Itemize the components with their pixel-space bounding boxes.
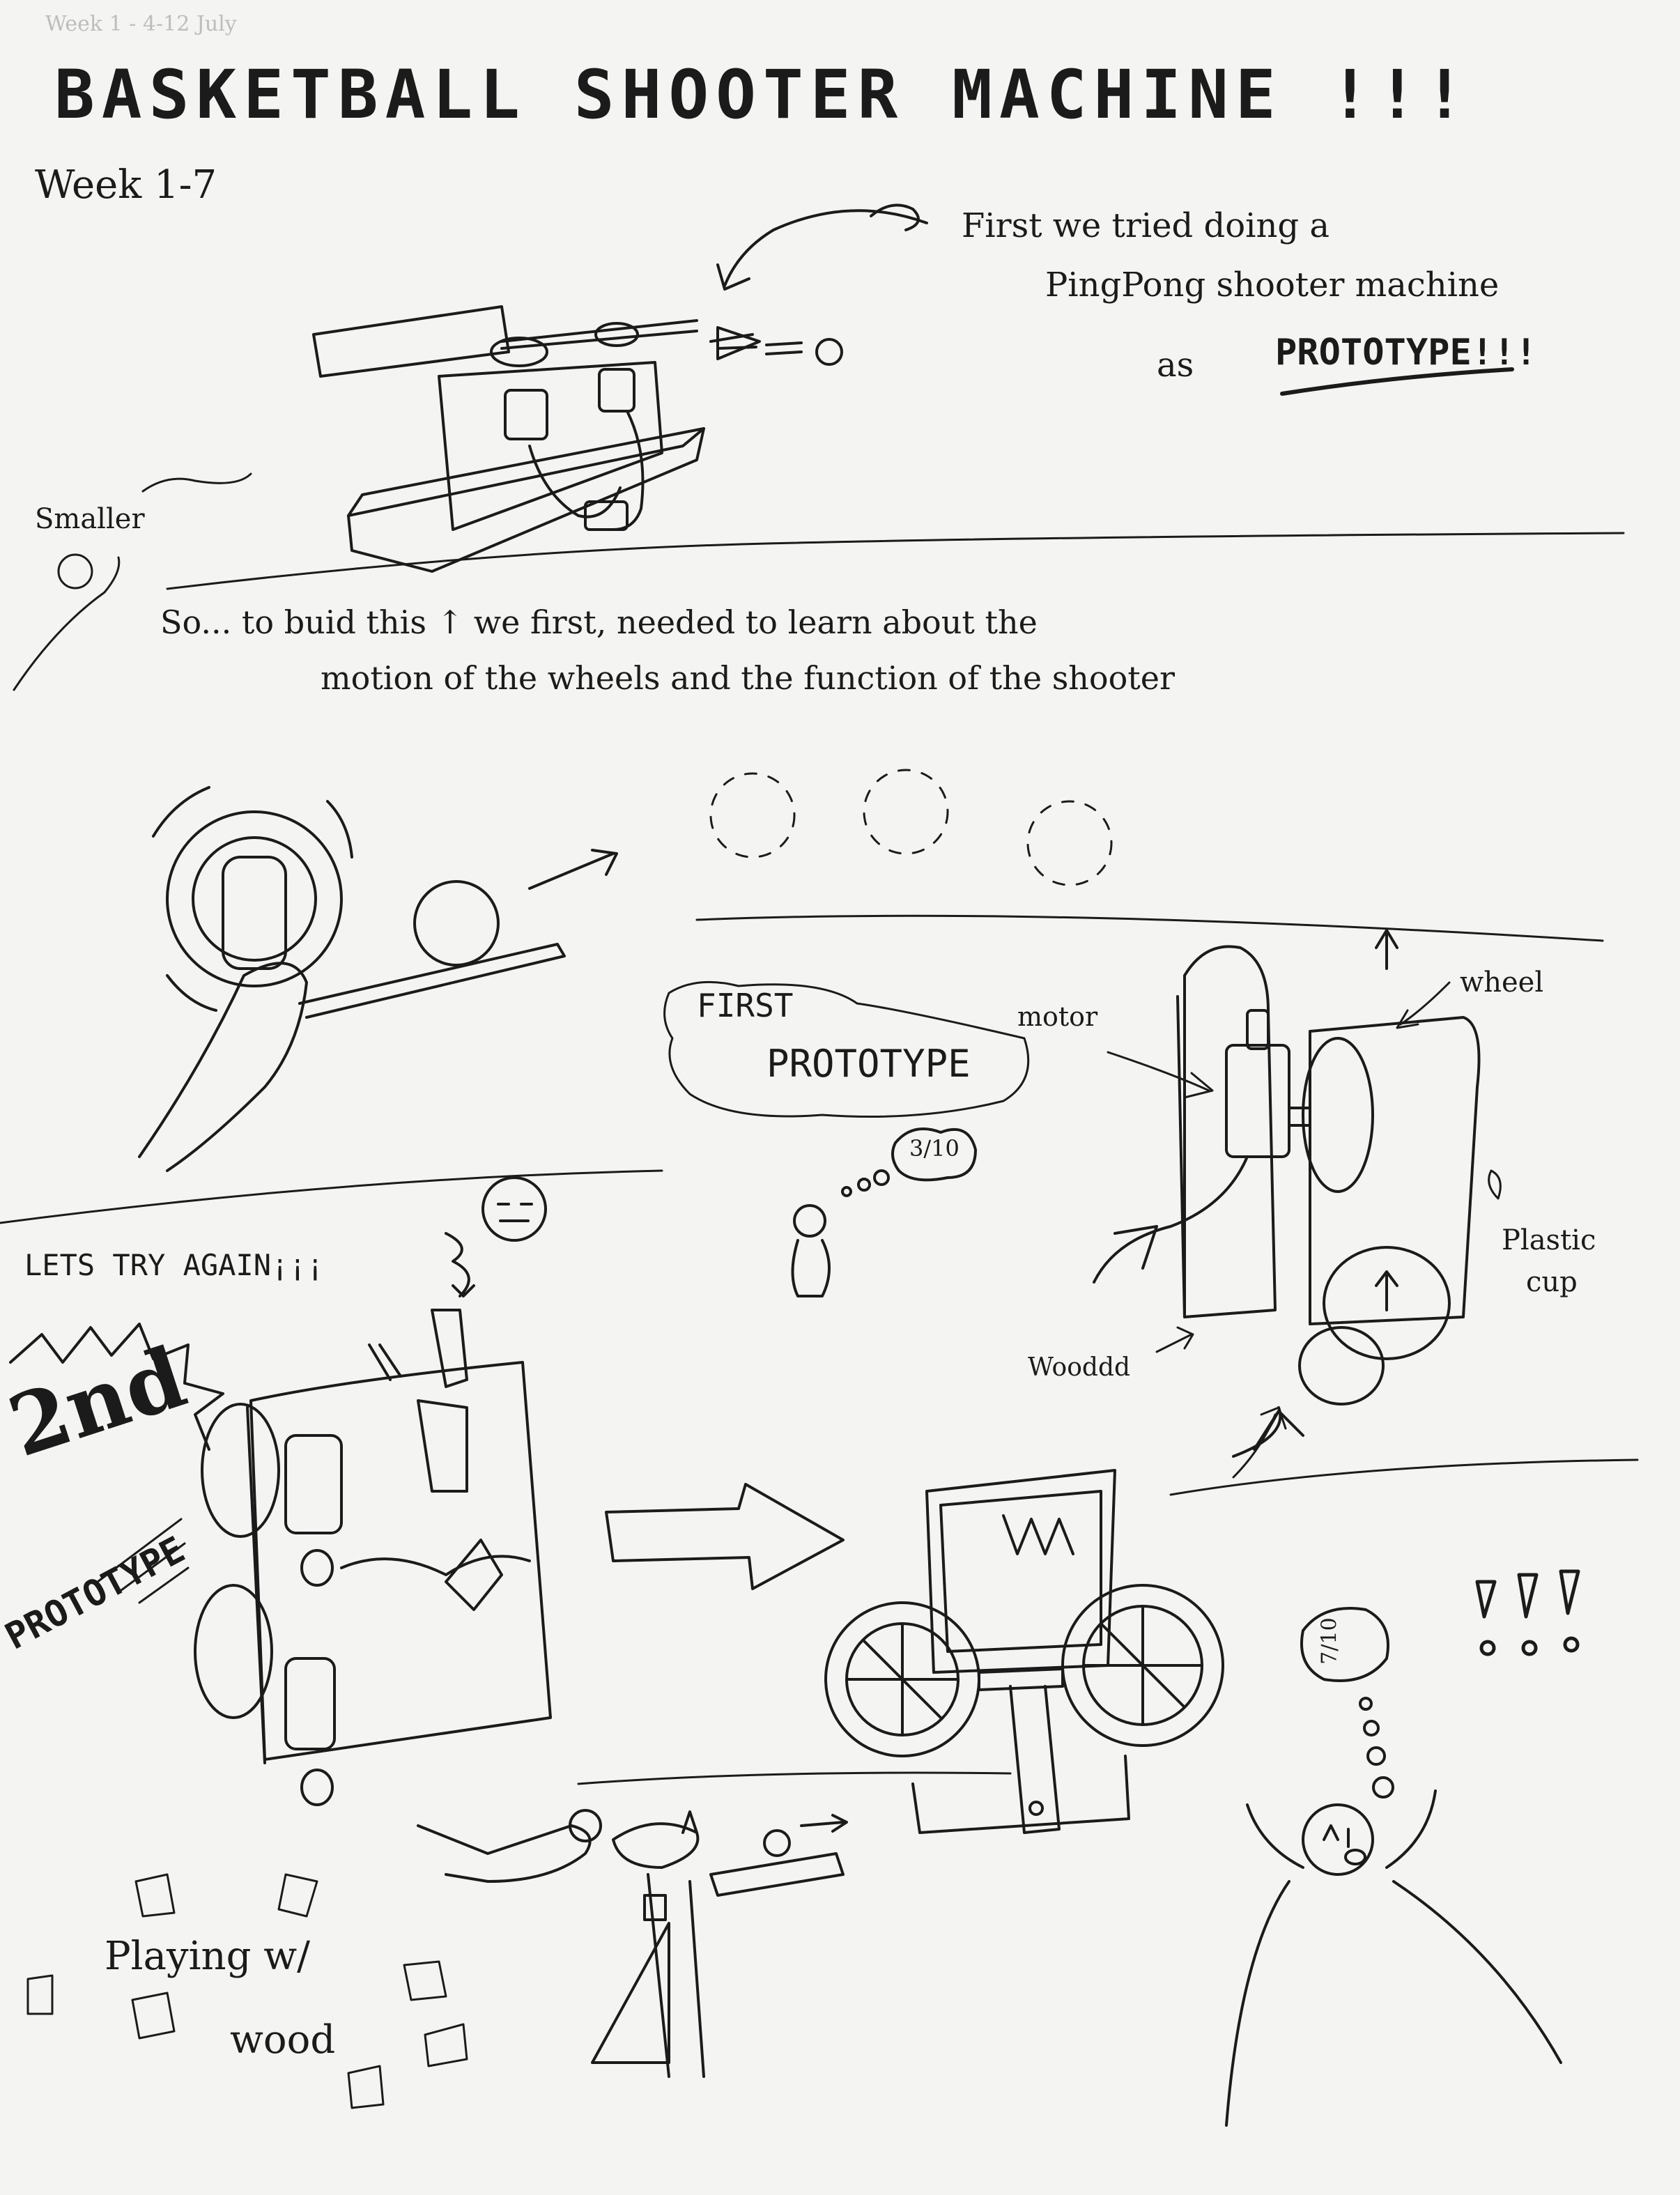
first-bubble-line-2: PROTOTYPE	[766, 1042, 971, 1086]
second-prototype-front-sketch	[824, 1469, 1224, 1834]
smaller-label: Smaller	[35, 503, 145, 535]
wood-play-sketch	[417, 1809, 848, 2078]
page-title: BASKETBALL SHOOTER MACHINE !!!	[54, 56, 1472, 134]
ball-icon	[815, 338, 843, 366]
wood-label: Wooddd	[1028, 1353, 1131, 1382]
motor-label: motor	[1017, 1001, 1098, 1032]
pingpong-machine-sketch	[312, 305, 843, 573]
wood-chip-icons	[26, 1873, 468, 2109]
intro-prototype-emphasis: PROTOTYPE!!!	[1275, 332, 1537, 373]
up-arrow-icon	[1375, 929, 1398, 970]
launch-arrow-icon	[716, 326, 761, 360]
starburst-icon	[9, 1323, 224, 1451]
happy-person-sketch	[1225, 1607, 1562, 2127]
try-again-label: LETS TRY AGAIN¡¡¡	[24, 1248, 324, 1282]
intro-line-2: PingPong shooter machine	[1045, 265, 1500, 305]
first-bubble-line-1: FIRST	[697, 987, 794, 1024]
intro-line-1: First we tried doing a	[962, 206, 1330, 245]
first-prototype-sketch	[1093, 929, 1481, 1458]
divider	[166, 532, 1625, 590]
first-prototype-bubble	[663, 980, 1030, 1118]
first-score: 3/10	[909, 1135, 960, 1162]
neutral-face-icon	[445, 1176, 547, 1297]
dashed-ball-trail	[709, 769, 1113, 886]
week-label: Week 1-7	[35, 162, 217, 208]
cup-label-2: cup	[1526, 1266, 1578, 1298]
faint-date: Week 1 - 4-12 July	[45, 12, 237, 36]
learning-line-1: So... to buid this ↑ we first, needed to…	[160, 603, 1038, 641]
arrow-icon	[528, 849, 618, 890]
up-arrow-icon	[1375, 1270, 1398, 1311]
smiley-face-icon	[57, 553, 93, 590]
hand-wheel-sketch	[138, 786, 618, 1172]
happy-face-icon	[1302, 1803, 1374, 1876]
second-prototype-sketch	[194, 1309, 552, 1806]
neutral-face-icon	[793, 1204, 826, 1238]
sad-person-sketch	[791, 1127, 977, 1297]
curved-arrow-icon	[716, 203, 928, 291]
learning-line-2: motion of the wheels and the function of…	[321, 659, 1176, 697]
cup-label-1: Plastic	[1502, 1224, 1596, 1256]
intro-line-3-prefix: as	[1157, 346, 1194, 385]
transition-arrow-icon	[605, 1483, 845, 1590]
playing-line-2: wood	[230, 2017, 336, 2063]
wheel-label: wheel	[1460, 966, 1544, 999]
exclamation-icon	[1475, 1569, 1580, 1656]
playing-line-1: Playing w/	[105, 1934, 311, 1979]
second-score: 7/10	[1317, 1617, 1342, 1665]
prototype-underline	[1280, 367, 1514, 396]
